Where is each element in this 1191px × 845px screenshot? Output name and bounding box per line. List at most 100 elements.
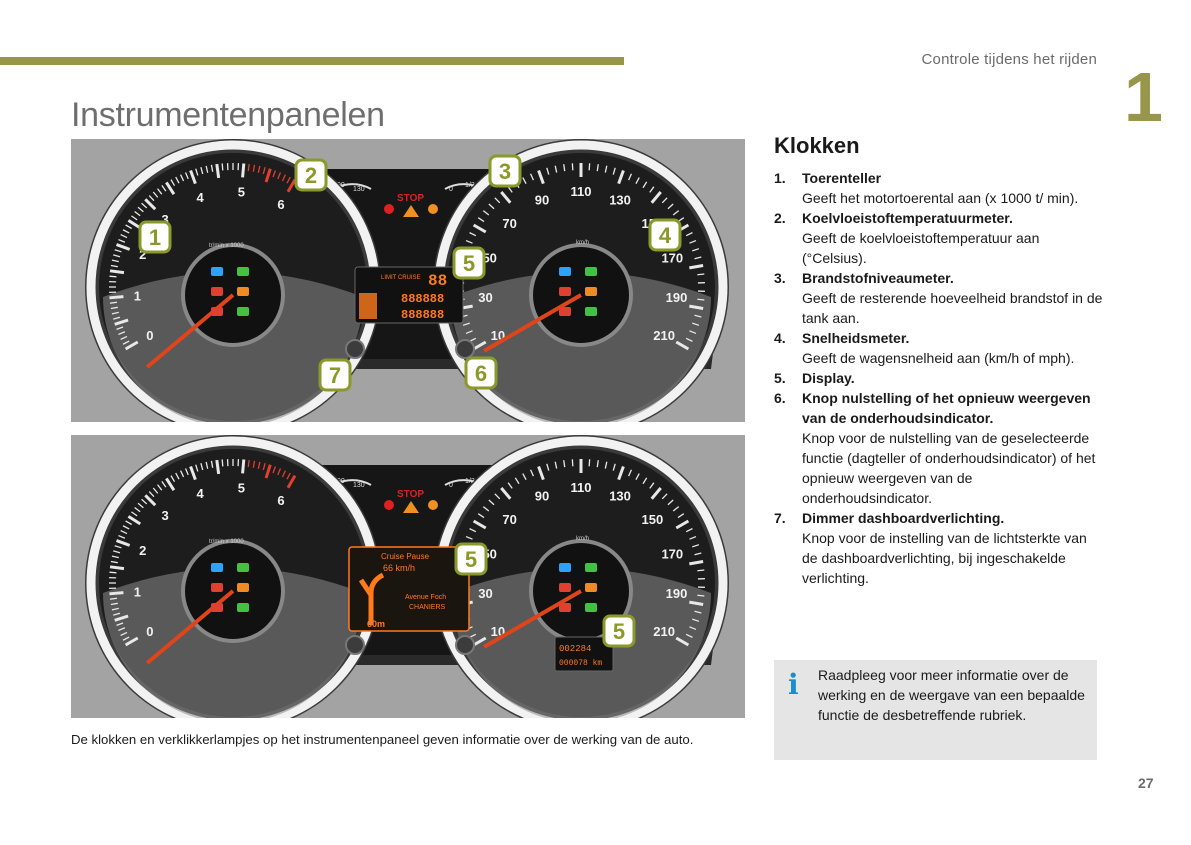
gauge-tick bbox=[692, 248, 700, 252]
temperature-tick-label: 90 bbox=[337, 182, 345, 189]
gauge-tick-label: 170 bbox=[661, 546, 683, 561]
gauge-tick bbox=[689, 535, 697, 540]
gauge-tick bbox=[115, 243, 131, 251]
gauge-tick bbox=[514, 477, 520, 485]
gauge-tick bbox=[180, 470, 185, 478]
gauge-tick bbox=[262, 167, 266, 175]
page-title: Instrumentenpanelen bbox=[71, 96, 385, 134]
gauge-tick bbox=[650, 191, 662, 204]
glass-reflection bbox=[103, 568, 363, 718]
gauge-item-7: 7.Dimmer dashboardverlichting.Knop voor … bbox=[774, 508, 1104, 588]
gauge-tick-label: 190 bbox=[666, 290, 688, 305]
callout-box bbox=[488, 154, 522, 188]
gauge-tick bbox=[672, 210, 680, 216]
gauge-tick bbox=[125, 224, 133, 230]
gauge-tick bbox=[118, 331, 126, 336]
gauge-tick bbox=[215, 459, 221, 475]
gauge-tick-label: 30 bbox=[478, 586, 492, 601]
display-cruise-status: Cruise Pause bbox=[381, 552, 430, 561]
gauge-tick bbox=[697, 594, 705, 597]
gauge-tick bbox=[264, 464, 272, 479]
gauge-tick bbox=[120, 631, 128, 636]
display-city: CHANIERS bbox=[409, 604, 446, 611]
gauge-tick bbox=[554, 461, 558, 469]
gauge-tick bbox=[120, 530, 128, 535]
service-lamp-icon bbox=[428, 204, 438, 214]
gauge-tick bbox=[675, 340, 690, 351]
gauge-tick bbox=[477, 217, 485, 223]
gauge-tick bbox=[116, 622, 124, 627]
gauge-tick bbox=[122, 525, 130, 530]
gauge-tick bbox=[507, 186, 513, 193]
gauge-tick bbox=[114, 249, 122, 253]
gauge-tick bbox=[109, 301, 118, 304]
gauge-tick bbox=[277, 468, 282, 476]
gauge-tick bbox=[685, 633, 693, 638]
gauge-tick bbox=[111, 259, 119, 263]
gauge-tick bbox=[131, 511, 138, 517]
gauge-tick bbox=[118, 534, 126, 539]
gauge-tick-label: 5 bbox=[238, 480, 245, 495]
section-title: Klokken bbox=[774, 133, 860, 158]
chapter-number: 1 bbox=[1124, 58, 1163, 136]
needle bbox=[483, 293, 583, 353]
fuel-tick-label: 1/2 bbox=[465, 478, 475, 485]
gauge-tick-label: 130 bbox=[609, 192, 631, 207]
gauge-tick bbox=[109, 565, 125, 571]
reset-knob bbox=[455, 635, 475, 655]
gauge-tick-label: 0 bbox=[146, 328, 153, 343]
display-speed-digits: 88 bbox=[428, 272, 447, 290]
display-gear-icon bbox=[359, 293, 377, 319]
callout-number: 5 bbox=[613, 619, 625, 644]
instrument-panel-figure-bottom: 709013001/21STOP0123456tr/min x 10001030… bbox=[71, 435, 745, 718]
gauge-tick bbox=[241, 163, 246, 178]
gauge-tick bbox=[563, 460, 566, 468]
gauge-tick bbox=[262, 463, 266, 471]
speedometer-unit: km/h bbox=[576, 240, 589, 246]
gauge-tick bbox=[281, 174, 286, 182]
callout-number: 6 bbox=[475, 361, 487, 386]
gauge-tick bbox=[205, 461, 209, 469]
gauge-tick bbox=[689, 600, 704, 607]
gauge-tick bbox=[152, 191, 159, 198]
gauge-tick bbox=[200, 463, 204, 471]
callout-box bbox=[138, 220, 172, 254]
gauge-tick bbox=[109, 295, 124, 300]
callout-number: 7 bbox=[329, 363, 341, 388]
warning-lamp-icon bbox=[237, 267, 249, 276]
needle bbox=[145, 589, 235, 665]
gauge-tick bbox=[221, 459, 224, 467]
gauge-tick bbox=[247, 163, 250, 172]
gauge-tick bbox=[165, 477, 176, 492]
stop-lamp-icon bbox=[384, 500, 394, 510]
gauge-tick bbox=[264, 168, 272, 183]
gauge-tick bbox=[507, 482, 513, 489]
gauge-tick bbox=[210, 460, 214, 468]
gauge-tick bbox=[697, 569, 705, 572]
gauge-tick bbox=[137, 502, 144, 509]
warning-triangle-icon bbox=[403, 205, 419, 217]
item-description: Knop voor de instelling van de lichtster… bbox=[802, 530, 1087, 586]
needle bbox=[483, 589, 583, 649]
gauge-tick bbox=[465, 239, 473, 244]
info-icon: i bbox=[788, 668, 799, 701]
gauge-tick bbox=[281, 470, 286, 478]
info-text: Raadpleeg voor meer informatie over de w… bbox=[818, 667, 1085, 723]
warning-lamp-icon bbox=[237, 307, 249, 316]
gauge-tick bbox=[113, 550, 121, 554]
glass-reflection bbox=[451, 272, 711, 422]
gauge-tick bbox=[170, 179, 176, 187]
callout-number: 5 bbox=[463, 251, 475, 276]
gauge-tick bbox=[109, 597, 118, 600]
callout-1: 1 bbox=[138, 220, 172, 254]
gauge-tick bbox=[189, 169, 197, 185]
gauge-tick bbox=[612, 463, 616, 471]
gauge-tick-label: 1 bbox=[134, 288, 141, 303]
gauge-tick bbox=[692, 322, 700, 326]
display-cruise-label: LIMIT CRUISE bbox=[381, 275, 421, 281]
info-note: i Raadpleeg voor meer informatie over de… bbox=[774, 660, 1097, 760]
speedometer-unit: km/h bbox=[576, 536, 589, 542]
